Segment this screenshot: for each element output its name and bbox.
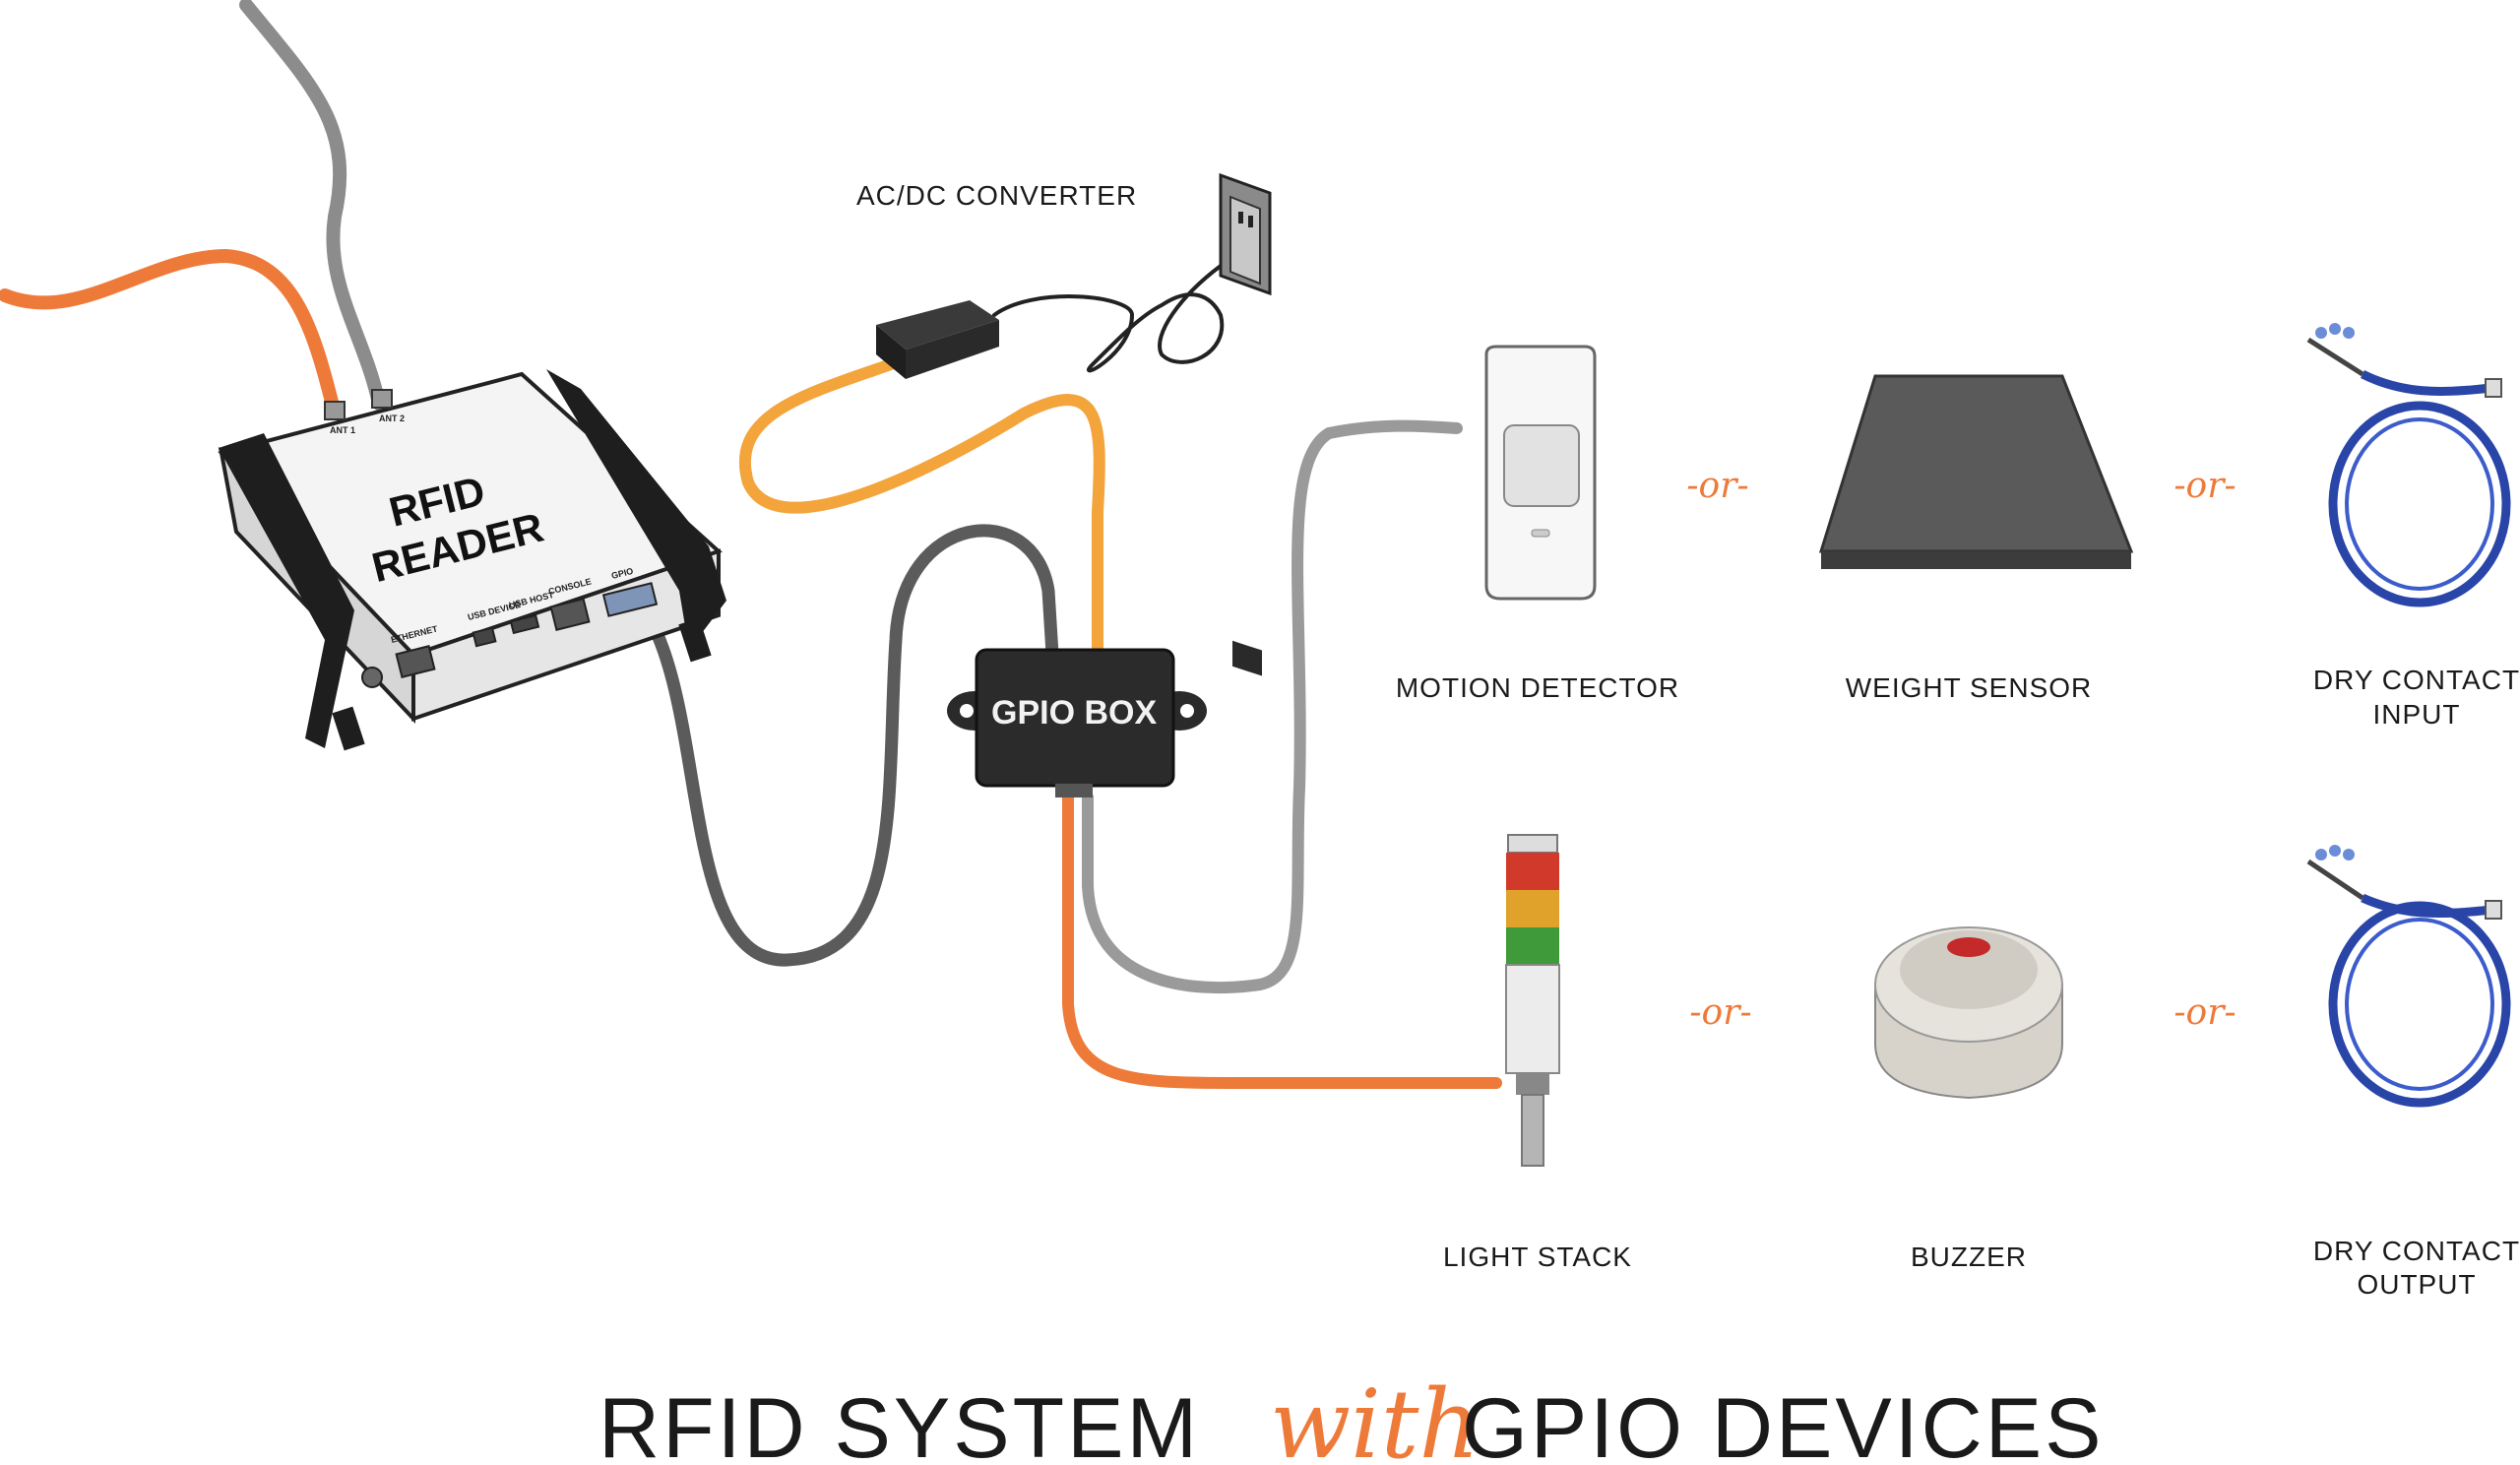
antenna-cable-orange [0, 248, 342, 420]
buzzer: BUZZER [1874, 926, 2063, 1272]
wall-outlet-icon [1219, 172, 1272, 676]
output-cable-orange [1062, 792, 1502, 1089]
dry-contact-input-label-line1: DRY CONTACT [2313, 665, 2520, 695]
rfid-reader: ANT 1 ANT 2 RFID READER ETHERNET USB DEV… [218, 369, 726, 751]
dry-contact-output: DRY CONTACT OUTPUT [2306, 845, 2520, 1300]
port-label-ant2: ANT 2 [379, 414, 405, 423]
power-cord-black [992, 252, 1247, 373]
dry-contact-output-label-line1: DRY CONTACT [2313, 1236, 2520, 1266]
or-separator-4: -or- [2174, 992, 2236, 1033]
usb-device-port-icon [472, 626, 497, 648]
dry-contact-input-label-line2: INPUT [2373, 699, 2461, 730]
dry-contact-output-label-line2: OUTPUT [2357, 1269, 2476, 1300]
reader-gpio-cable [638, 524, 1060, 967]
motion-detector-label: MOTION DETECTOR [1396, 672, 1679, 703]
motion-detector: MOTION DETECTOR [1396, 345, 1679, 703]
title-part1: RFID SYSTEM [598, 1381, 1200, 1465]
buzzer-label: BUZZER [1911, 1242, 2027, 1272]
usb-host-port-icon [509, 613, 540, 635]
power-port-icon [361, 667, 383, 688]
or-separator-2: -or- [2174, 466, 2236, 506]
page-title: RFID SYSTEM with GPIO DEVICES [598, 1369, 2105, 1465]
input-cable-gray [1082, 419, 1463, 994]
gpio-port-icon [601, 582, 659, 617]
or-separator-3: -or- [1689, 992, 1751, 1033]
ac-dc-converter: AC/DC CONVERTER [856, 180, 1137, 379]
antenna-cable-gray [239, 0, 386, 411]
weight-sensor-label: WEIGHT SENSOR [1846, 672, 2093, 703]
gpio-box: GPIO BOX [947, 648, 1207, 797]
weight-sensor: WEIGHT SENSOR [1818, 374, 2134, 703]
power-cable-yellow [739, 358, 1105, 675]
title-part3: GPIO DEVICES [1462, 1381, 2105, 1465]
or-separator-1: -or- [1686, 466, 1748, 506]
console-port-icon [549, 598, 591, 631]
port-label-ant1: ANT 1 [330, 425, 355, 435]
light-stack-label: LIGHT STACK [1443, 1242, 1632, 1272]
gpio-box-label: GPIO BOX [991, 694, 1157, 732]
converter-label: AC/DC CONVERTER [856, 180, 1137, 211]
title-part2: with [1270, 1369, 1480, 1465]
dry-contact-input: DRY CONTACT INPUT [2306, 323, 2520, 730]
ethernet-port-icon [395, 645, 436, 678]
light-stack: LIGHT STACK [1443, 834, 1632, 1272]
